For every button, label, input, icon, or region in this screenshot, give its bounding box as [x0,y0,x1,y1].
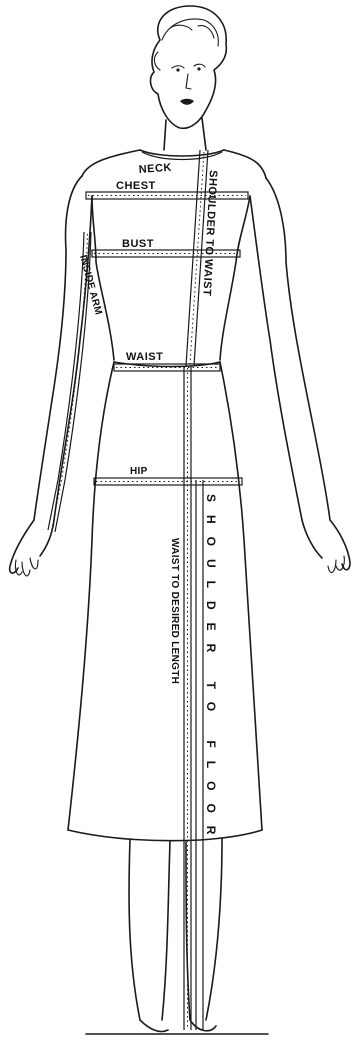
chest-label: CHEST [116,180,156,192]
shoulder-to-floor-label: SHOULDER TO FLOOR [204,494,218,847]
neck-label: NECK [138,162,172,176]
bust-label: BUST [122,238,154,250]
hip-label: HIP [130,466,148,477]
arms [10,176,350,576]
legs [86,838,268,1034]
skirt [68,362,262,841]
measurement-labels: NECK CHEST BUST WAIST HIP SHOULDER TO WA… [77,162,219,848]
chest-tape [86,192,248,199]
bust-tape [92,250,240,257]
waist-label: WAIST [126,351,163,363]
shoulder-to-floor-tape [196,480,203,1030]
head [151,6,227,150]
waist-to-floor-tape [184,366,191,1030]
bodice [82,150,266,367]
hip-tape [94,478,242,485]
waist-to-desired-length-label: WAIST TO DESIRED LENGTH [169,538,180,684]
